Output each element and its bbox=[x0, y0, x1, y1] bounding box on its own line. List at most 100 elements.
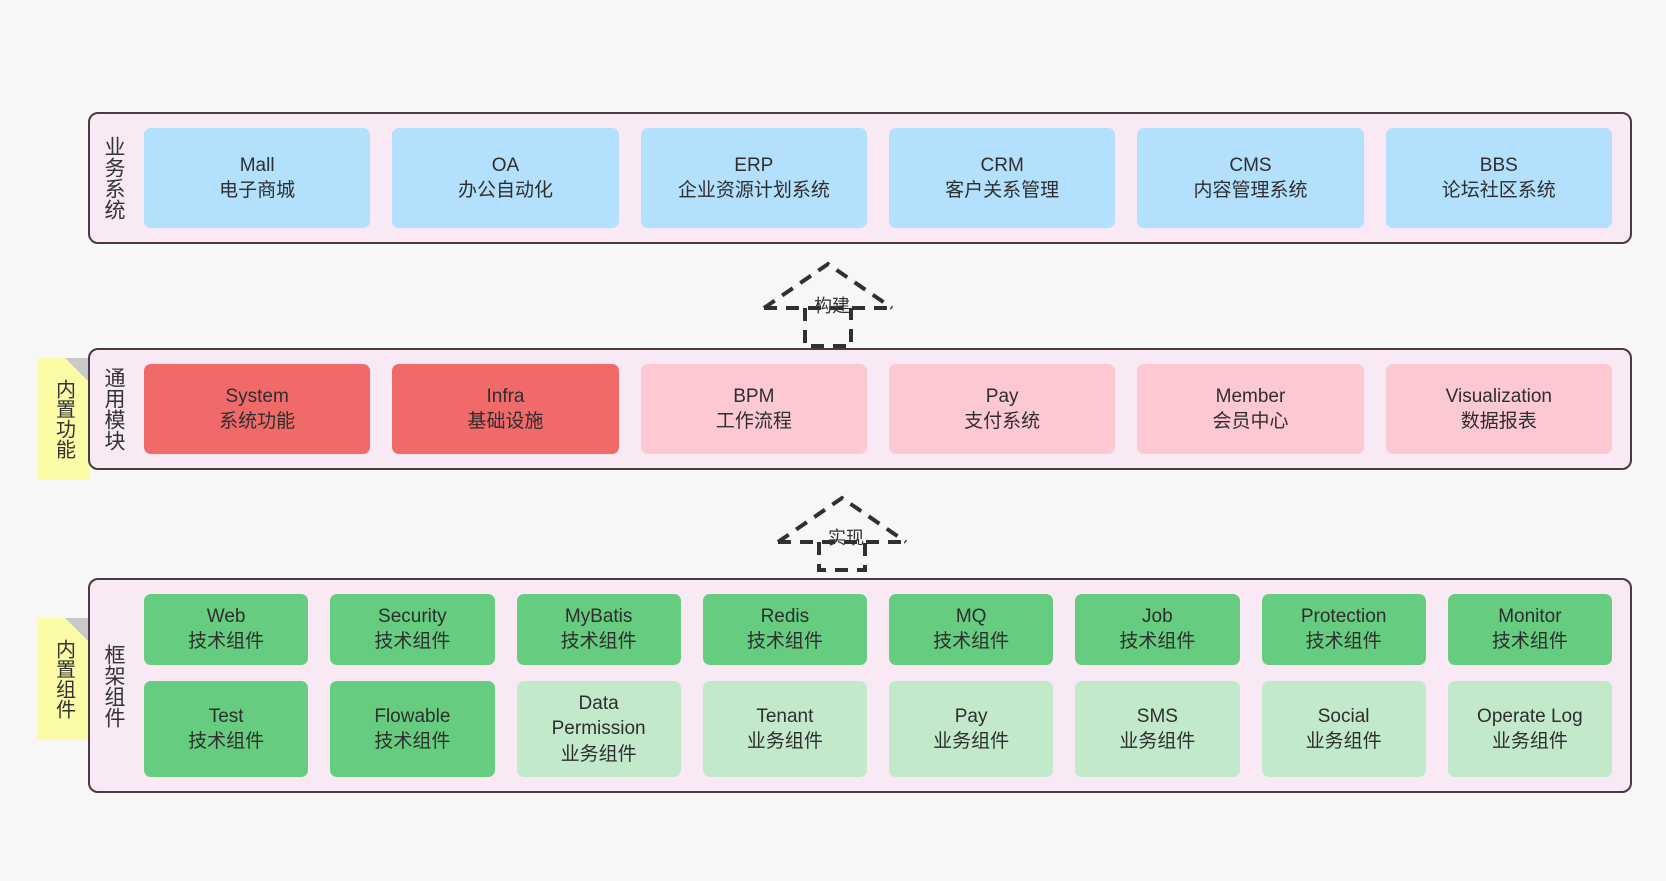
node-title: Job bbox=[1142, 606, 1173, 628]
node-title-line1: Data bbox=[578, 693, 619, 715]
node-subtitle: 技术组件 bbox=[560, 631, 637, 653]
layer-title-framework-components: 框架组件 bbox=[101, 643, 125, 728]
node-title: System bbox=[225, 385, 289, 407]
node-subtitle: 技术组件 bbox=[188, 631, 265, 653]
node-subtitle: 电子商城 bbox=[219, 180, 296, 201]
node-subtitle: 工作流程 bbox=[715, 411, 792, 432]
layer-title-business-systems: 业务系统 bbox=[101, 136, 125, 220]
node-title: CMS bbox=[1229, 154, 1272, 176]
node-subtitle: 技术组件 bbox=[746, 631, 823, 653]
node-subtitle: 技术组件 bbox=[1119, 631, 1196, 653]
node-member[interactable]: Member 会员中心 bbox=[1137, 364, 1364, 454]
node-subtitle: 基础设施 bbox=[467, 411, 544, 432]
node-job[interactable]: Job 技术组件 bbox=[1075, 594, 1240, 665]
node-oa[interactable]: OA 办公自动化 bbox=[392, 128, 619, 228]
node-subtitle: 技术组件 bbox=[933, 631, 1010, 653]
node-crm[interactable]: CRM 客户关系管理 bbox=[888, 128, 1116, 228]
node-web[interactable]: Web 技术组件 bbox=[144, 594, 309, 665]
node-subtitle: 办公自动化 bbox=[457, 180, 553, 201]
node-flowable[interactable]: Flowable 技术组件 bbox=[330, 680, 495, 778]
node-title: SMS bbox=[1136, 705, 1178, 727]
node-bbs[interactable]: BBS 论坛社区系统 bbox=[1385, 128, 1612, 228]
node-subtitle: 企业资源计划系统 bbox=[677, 180, 830, 201]
layer-body-business-systems: Mall 电子商城 OA 办公自动化 ERP 企业资源计划系统 CRM 客户关系… bbox=[136, 114, 1630, 242]
node-cms[interactable]: CMS 内容管理系统 bbox=[1137, 128, 1364, 228]
node-title: BBS bbox=[1479, 154, 1518, 176]
node-title: Tenant bbox=[756, 705, 814, 727]
node-title: MQ bbox=[955, 606, 987, 628]
note-builtin-features: 内置功能 bbox=[37, 358, 89, 480]
node-subtitle: 业务组件 bbox=[1491, 730, 1568, 752]
note-label: 内置组件 bbox=[52, 639, 75, 719]
node-title: Visualization bbox=[1445, 385, 1552, 407]
node-subtitle: 内容管理系统 bbox=[1193, 180, 1308, 201]
node-pay-module[interactable]: Pay 支付系统 bbox=[888, 364, 1116, 454]
node-protection[interactable]: Protection 技术组件 bbox=[1261, 594, 1426, 665]
node-visualization[interactable]: Visualization 数据报表 bbox=[1385, 364, 1612, 454]
node-sms[interactable]: SMS 业务组件 bbox=[1075, 680, 1240, 778]
node-security[interactable]: Security 技术组件 bbox=[330, 594, 495, 665]
node-pay-component[interactable]: Pay 业务组件 bbox=[889, 680, 1054, 778]
node-row: System 系统功能 Infra 基础设施 BPM 工作流程 Pay 支付系统… bbox=[144, 364, 1612, 454]
node-data-permission[interactable]: Data Permission 业务组件 bbox=[516, 680, 681, 778]
node-monitor[interactable]: Monitor 技术组件 bbox=[1447, 594, 1612, 665]
node-subtitle: 业务组件 bbox=[933, 730, 1010, 752]
node-subtitle: 业务组件 bbox=[1119, 730, 1196, 752]
node-title: BPM bbox=[733, 385, 775, 407]
node-subtitle: 数据报表 bbox=[1460, 411, 1537, 432]
node-subtitle: 业务组件 bbox=[1305, 730, 1382, 752]
node-subtitle: 支付系统 bbox=[964, 411, 1041, 432]
note-label: 内置功能 bbox=[52, 379, 75, 459]
node-subtitle: 业务组件 bbox=[560, 743, 637, 765]
node-redis[interactable]: Redis 技术组件 bbox=[702, 594, 867, 665]
node-title: Redis bbox=[760, 606, 810, 628]
node-tenant[interactable]: Tenant 业务组件 bbox=[702, 680, 867, 778]
layer-business-systems: 业务系统 Mall 电子商城 OA 办公自动化 ERP 企业资源计划系统 CRM… bbox=[88, 112, 1632, 244]
layer-body-common-modules: System 系统功能 Infra 基础设施 BPM 工作流程 Pay 支付系统… bbox=[136, 350, 1630, 468]
node-infra[interactable]: Infra 基础设施 bbox=[392, 364, 619, 454]
layer-body-framework-components: Web 技术组件 Security 技术组件 MyBatis 技术组件 Redi… bbox=[136, 580, 1630, 791]
node-subtitle: 技术组件 bbox=[374, 730, 451, 752]
node-subtitle: 客户关系管理 bbox=[945, 180, 1060, 201]
node-test[interactable]: Test 技术组件 bbox=[144, 680, 309, 778]
node-title: Security bbox=[378, 606, 447, 628]
node-mybatis[interactable]: MyBatis 技术组件 bbox=[516, 594, 681, 665]
node-title: Social bbox=[1317, 705, 1370, 727]
node-title-line2: Permission bbox=[551, 718, 646, 740]
node-row: Test 技术组件 Flowable 技术组件 Data Permission … bbox=[144, 680, 1612, 778]
connector-implement-label: 实现 bbox=[828, 528, 864, 548]
node-title: ERP bbox=[734, 154, 774, 176]
connector-build-arrow bbox=[762, 261, 894, 348]
node-subtitle: 技术组件 bbox=[1491, 631, 1568, 653]
note-builtin-components: 内置组件 bbox=[37, 618, 89, 740]
note-fold-corner-icon bbox=[65, 358, 89, 382]
node-social[interactable]: Social 业务组件 bbox=[1261, 680, 1426, 778]
node-operate-log[interactable]: Operate Log 业务组件 bbox=[1447, 680, 1612, 778]
node-mq[interactable]: MQ 技术组件 bbox=[889, 594, 1054, 665]
node-subtitle: 系统功能 bbox=[219, 411, 296, 432]
node-title: Infra bbox=[486, 385, 525, 407]
node-row: Mall 电子商城 OA 办公自动化 ERP 企业资源计划系统 CRM 客户关系… bbox=[144, 128, 1612, 228]
node-title: Member bbox=[1215, 385, 1286, 407]
node-subtitle: 业务组件 bbox=[746, 730, 823, 752]
layer-title-common-modules: 通用模块 bbox=[101, 367, 125, 451]
node-system[interactable]: System 系统功能 bbox=[144, 364, 371, 454]
node-title: CRM bbox=[980, 154, 1024, 176]
connector-build-label: 构建 bbox=[814, 296, 850, 316]
node-subtitle: 技术组件 bbox=[188, 730, 265, 752]
node-row: Web 技术组件 Security 技术组件 MyBatis 技术组件 Redi… bbox=[144, 594, 1612, 665]
node-title: Test bbox=[208, 705, 244, 727]
node-title: Protection bbox=[1300, 606, 1387, 628]
node-title: OA bbox=[491, 154, 520, 176]
node-subtitle: 技术组件 bbox=[374, 631, 451, 653]
node-title: Monitor bbox=[1498, 606, 1562, 628]
node-bpm[interactable]: BPM 工作流程 bbox=[640, 364, 867, 454]
node-erp[interactable]: ERP 企业资源计划系统 bbox=[640, 128, 867, 228]
node-title: Mall bbox=[239, 154, 275, 176]
node-title: Pay bbox=[954, 705, 988, 727]
note-fold-corner-icon bbox=[65, 618, 89, 642]
node-subtitle: 技术组件 bbox=[1305, 631, 1382, 653]
node-title: Flowable bbox=[374, 705, 451, 727]
node-mall[interactable]: Mall 电子商城 bbox=[144, 128, 371, 228]
